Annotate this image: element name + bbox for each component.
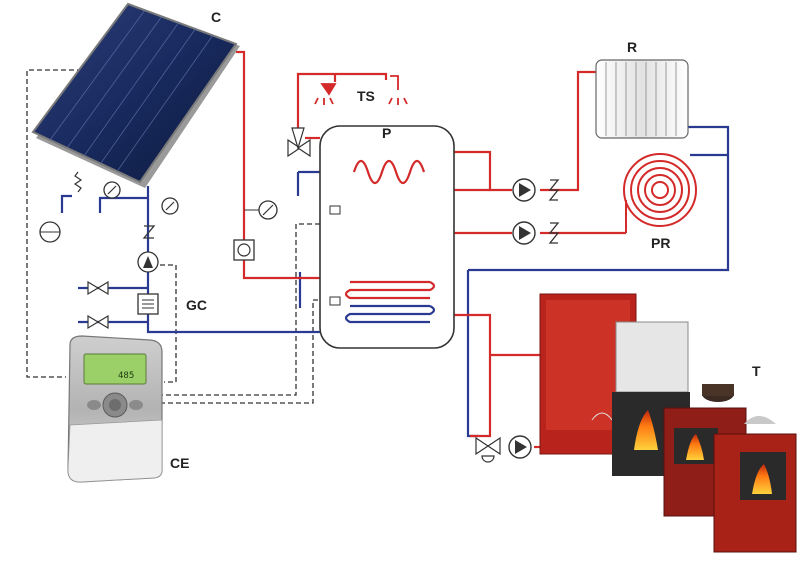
label-puffer: P (382, 125, 391, 141)
flow-meter-icon (137, 293, 159, 315)
label-controller: CE (170, 455, 189, 471)
check-valve-icon (142, 225, 156, 239)
label-stoves: T (752, 363, 761, 379)
label-pump-group: GC (186, 297, 207, 313)
pressure-gauge-icon (103, 181, 121, 199)
floor-circuit-pump (512, 221, 560, 245)
drain-valve-icon (87, 280, 109, 330)
floor-heating-spiral (623, 153, 697, 233)
air-separator-icon (233, 239, 255, 261)
pump-group (39, 171, 179, 330)
controller-lcd-readout: 485 (118, 371, 134, 381)
collector-thermometer-icon (244, 200, 278, 220)
mixing-valve-top (287, 127, 311, 158)
solar-controller: 485 (67, 335, 163, 483)
stove-small (713, 416, 797, 553)
label-floor-heating: PR (651, 235, 670, 251)
solar-pump-icon (137, 251, 159, 273)
radiator-circuit-pump (512, 178, 560, 202)
tank-upper-coil (352, 159, 426, 185)
label-tap-shower: TS (357, 88, 375, 104)
label-radiator: R (627, 39, 637, 55)
expansion-vessel-icon (39, 221, 61, 243)
solar-collector (31, 2, 240, 188)
safety-valve-icon (73, 171, 83, 193)
thermometer-gauge-icon (161, 197, 179, 215)
shower-heads (314, 75, 408, 105)
stove-circuit-pump (475, 435, 532, 463)
label-collector: C (211, 9, 221, 25)
tank-lower-coil-cold (344, 304, 436, 324)
tank-lower-coil-hot (344, 280, 436, 300)
radiator (595, 59, 689, 139)
puffer-tank (319, 125, 455, 349)
